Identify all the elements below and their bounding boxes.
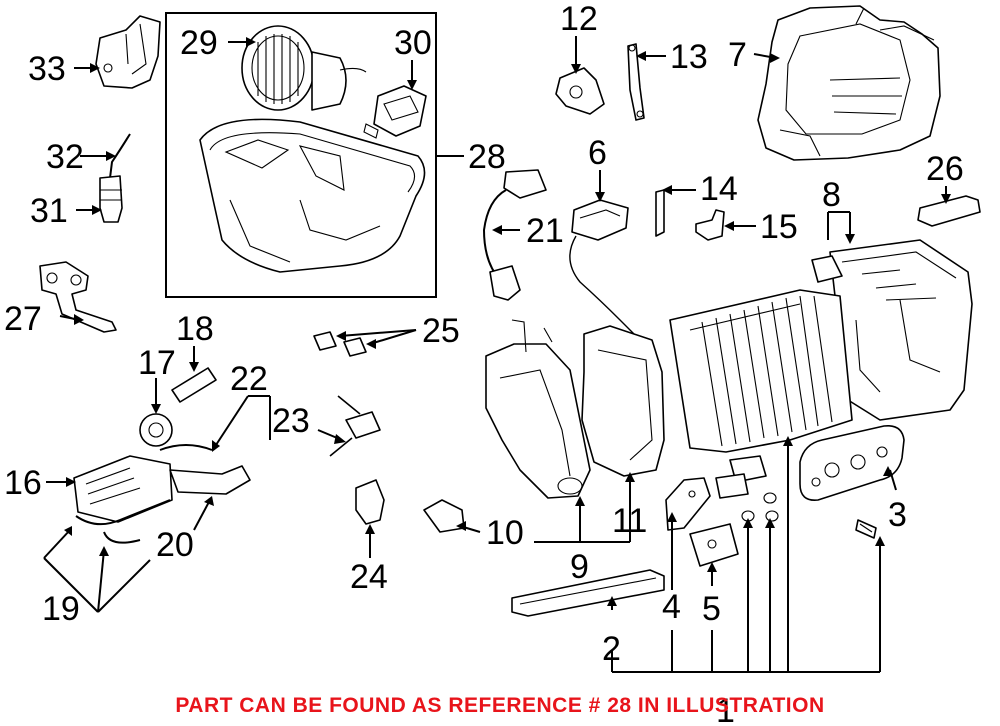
sensor-part-31-32	[99, 133, 131, 223]
blower-housing-part-28	[199, 118, 426, 273]
callout-1: 1	[716, 692, 735, 726]
callout-31: 31	[30, 192, 68, 230]
reference-caption: PART CAN BE FOUND AS REFERENCE # 28 IN I…	[175, 694, 825, 717]
case-assembly-part-8	[811, 239, 973, 421]
callout-25: 25	[422, 312, 460, 350]
callout-5: 5	[702, 590, 721, 628]
callout-4: 4	[662, 588, 681, 626]
callout-13: 13	[670, 38, 708, 76]
callout-12: 12	[560, 0, 598, 38]
callout-24: 24	[350, 558, 388, 596]
callout-14: 14	[700, 170, 738, 208]
callout-32: 32	[46, 138, 84, 176]
callout-10: 10	[486, 514, 524, 552]
callout-16: 16	[4, 464, 42, 502]
case-upper-part-7	[757, 5, 941, 161]
screw-part-3	[855, 519, 877, 539]
callout-19: 19	[42, 590, 80, 628]
callout-labels: 33 29 30 28 32 31 27 12 13 7 6 14 15 8 2…	[4, 0, 964, 726]
callout-22: 22	[230, 360, 268, 398]
callout-28: 28	[468, 138, 506, 176]
callout-30: 30	[394, 24, 432, 62]
callout-17: 17	[138, 344, 176, 382]
clip-part-24	[355, 479, 385, 525]
lever-part-14	[655, 189, 665, 237]
clip-part-10	[423, 499, 465, 533]
wiring-harness-part-21	[482, 169, 547, 301]
duct-part-11	[581, 325, 665, 477]
callout-18: 18	[176, 310, 214, 348]
valve-part-18	[171, 367, 217, 403]
callout-11: 11	[612, 502, 647, 540]
leader-lines	[43, 36, 947, 673]
bracket-part-5	[689, 523, 739, 567]
sensor-part-23	[329, 395, 381, 457]
callout-26: 26	[926, 150, 964, 188]
callout-2: 2	[602, 630, 621, 668]
arrowheads	[64, 37, 951, 606]
o-ring-parts	[741, 492, 779, 522]
hose-fitting-part-27	[39, 261, 117, 333]
callout-29: 29	[180, 24, 218, 62]
callout-23: 23	[272, 402, 310, 440]
clips-part-25	[313, 331, 367, 357]
flange-part-3	[799, 424, 905, 501]
callout-27: 27	[4, 300, 42, 338]
blower-motor-part-29	[241, 25, 367, 111]
filter-part-2	[511, 569, 665, 617]
callout-8: 8	[822, 176, 841, 214]
callout-3: 3	[888, 496, 907, 534]
callout-15: 15	[760, 208, 798, 246]
actuator-part-12	[555, 67, 605, 115]
callout-33: 33	[28, 50, 66, 88]
callout-9: 9	[570, 548, 589, 586]
callout-21: 21	[526, 212, 564, 250]
sensor-part-6	[569, 199, 641, 341]
control-unit-part-16	[73, 455, 173, 523]
lever-part-13	[627, 43, 645, 121]
seal-part-26	[917, 195, 981, 227]
actuator-part-17	[139, 413, 173, 447]
callout-6: 6	[588, 134, 607, 172]
clip-part-4	[665, 477, 711, 531]
pipes-part-20-22	[75, 444, 251, 544]
callout-7: 7	[728, 36, 747, 74]
blower-resistor-part-30	[363, 85, 427, 139]
link-part-15	[695, 209, 725, 241]
evaporator-core-part-1	[669, 289, 853, 499]
callout-20: 20	[156, 526, 194, 564]
duct-part-9	[485, 319, 591, 499]
bracket-part-33	[95, 15, 161, 89]
